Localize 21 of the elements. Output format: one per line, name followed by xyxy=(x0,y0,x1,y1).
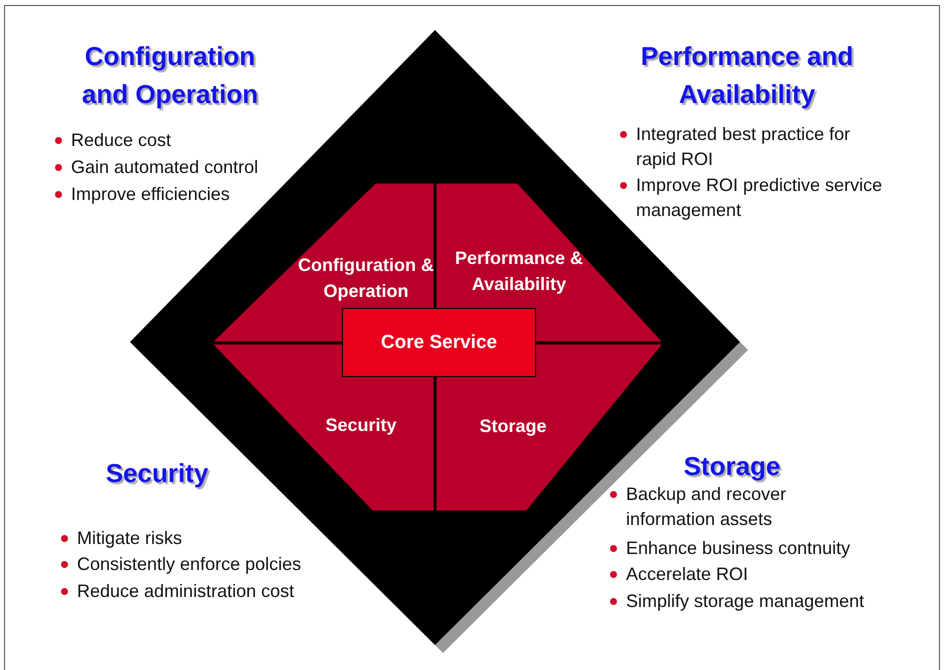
section-heading: Security xyxy=(104,457,210,490)
quadrant-label: Security xyxy=(324,414,398,437)
section-heading: Storage xyxy=(682,450,782,483)
bullet-item: Gain automated control xyxy=(55,155,331,180)
quadrant-label: Storage xyxy=(478,415,548,438)
quadrant-label: Performance & Availability xyxy=(454,247,584,296)
section-heading: Performance and Availability xyxy=(640,40,854,111)
bullet-item: Consistently enforce polcies xyxy=(61,552,377,577)
bullet-item: Mitigate risks xyxy=(61,526,377,551)
bullet-item: Enhance business contnuity xyxy=(610,536,926,561)
bullet-item: Integrated best practice for rapid ROI xyxy=(620,122,886,172)
bullet-item: Simplify storage management xyxy=(610,589,876,614)
bullet-item: Accerelate ROI xyxy=(610,562,926,587)
bullet-item: Improve ROI predictive service management xyxy=(620,173,886,223)
bullet-item: Improve efficiencies xyxy=(55,182,331,207)
quadrant-label: Configuration & Operation xyxy=(297,254,435,303)
section-heading: Configuration and Operation xyxy=(80,40,260,111)
bullet-item: Reduce administration cost xyxy=(61,579,377,604)
core-service-box: Core Service xyxy=(342,308,536,377)
bullet-item: Backup and recover information assets xyxy=(610,482,876,532)
bullet-item: Reduce cost xyxy=(55,128,331,153)
